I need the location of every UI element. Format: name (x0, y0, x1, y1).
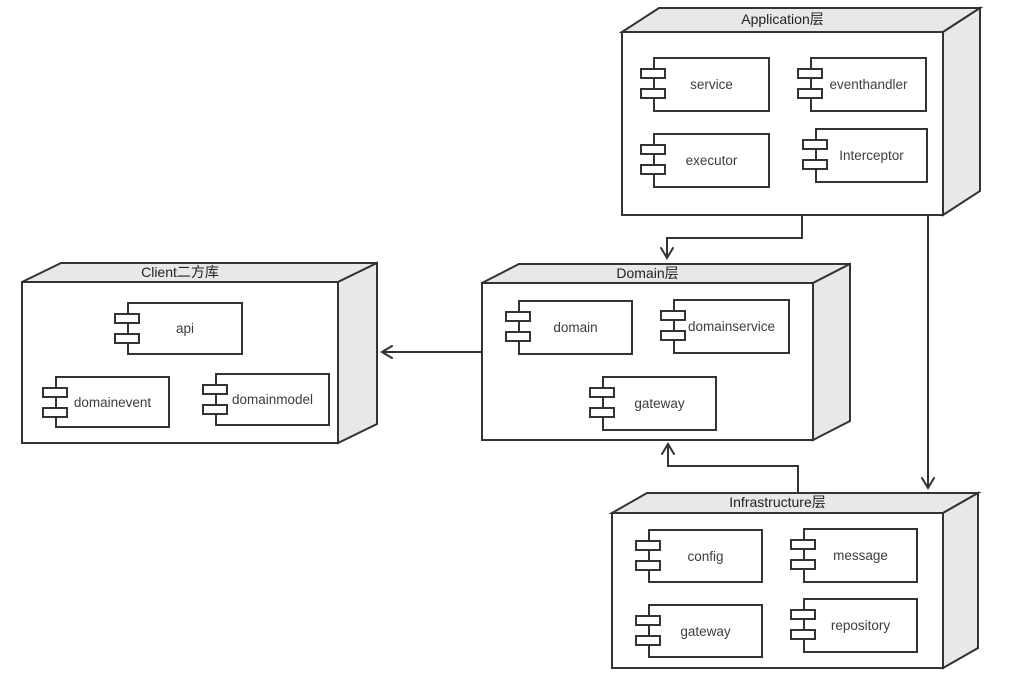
component-label: domain (553, 320, 598, 335)
component-gateway-infrastructure: gateway (635, 604, 763, 658)
component-label: eventhandler (829, 77, 908, 92)
component-api: api (114, 302, 243, 355)
component-label: gateway (680, 623, 731, 639)
component-config: config (635, 529, 763, 583)
diagram-edges (380, 215, 935, 493)
component-label: Interceptor (839, 148, 904, 163)
edge-application-to-domain (660, 215, 803, 260)
component-label: service (690, 77, 733, 92)
component-domainevent: domainevent (42, 376, 170, 428)
component-interceptor: Interceptor (802, 128, 928, 183)
edge-infrastructure-to-domain (661, 442, 799, 493)
component-label: domainevent (73, 394, 152, 410)
component-eventhandler: eventhandler (797, 57, 927, 112)
component-label: domainmodel (231, 392, 314, 407)
component-domain: domain (505, 300, 633, 355)
component-message: message (790, 528, 918, 583)
component-service: service (640, 57, 770, 112)
component-label: repository (830, 618, 891, 633)
component-label: message (833, 548, 888, 563)
component-label: config (687, 548, 724, 564)
component-label: gateway (634, 396, 685, 411)
component-label: api (175, 321, 194, 336)
component-executor: executor (640, 133, 770, 188)
component-repository: repository (790, 598, 918, 653)
component-domainservice: domainservice (660, 299, 790, 354)
component-domainmodel: domainmodel (202, 373, 330, 426)
component-gateway-domain: gateway (589, 376, 717, 431)
component-label: domainservice (687, 319, 776, 334)
component-label: executor (685, 153, 738, 168)
